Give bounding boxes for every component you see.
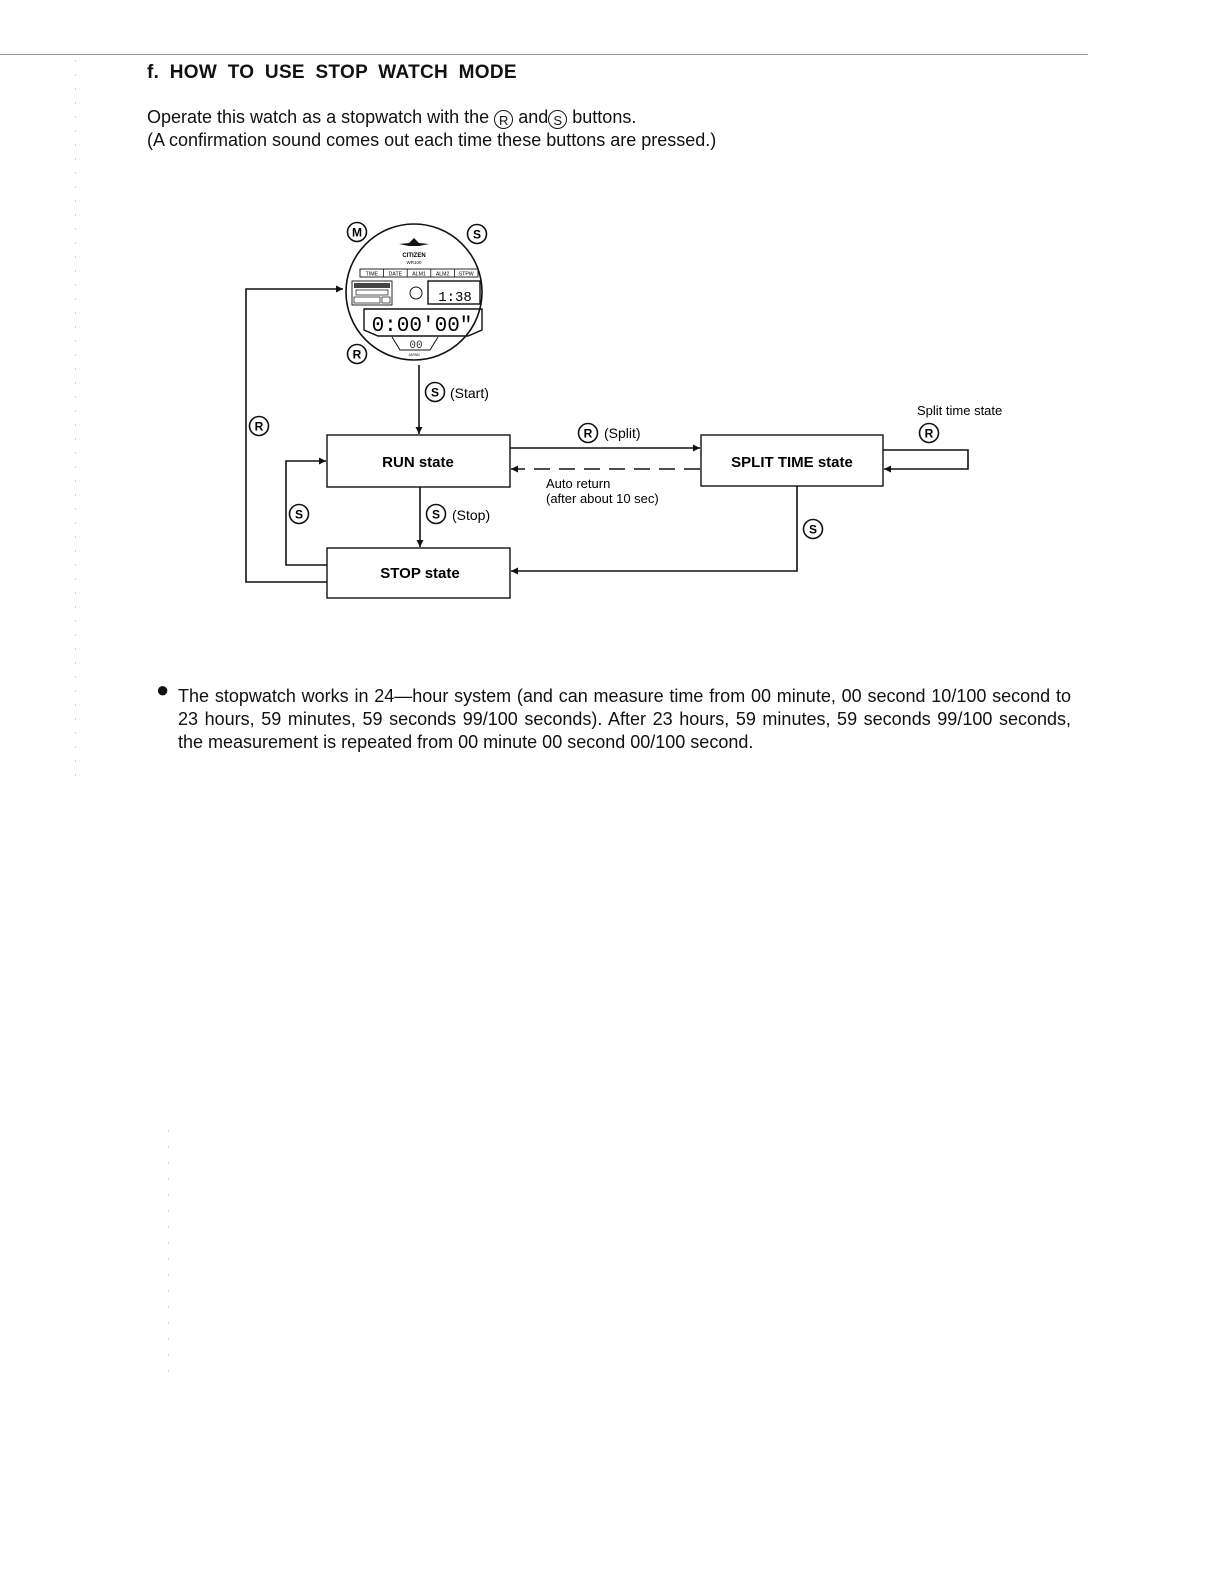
split-r-label: R <box>584 427 593 441</box>
top-rule <box>0 54 1088 55</box>
watch-main-display: 0:00'00" <box>372 315 473 338</box>
m-button-icon <box>346 221 368 243</box>
stop-state-box <box>326 547 511 599</box>
watch-small-display: 1:38 <box>438 290 472 306</box>
stop-to-run-arrow <box>285 457 327 566</box>
m-button-label: M <box>352 226 362 240</box>
intro-text-a: Operate this watch as a stopwatch with t… <box>147 107 490 127</box>
s-button-icon: S <box>548 110 568 129</box>
mode-tab-bar <box>359 268 479 278</box>
start-s-icon <box>424 381 446 403</box>
stop-state-label: STOP state <box>380 565 459 582</box>
intro-paragraph: Operate this watch as a stopwatch with t… <box>147 106 716 152</box>
stop-to-run-s-icon <box>288 503 310 525</box>
reset-arrow <box>245 285 343 583</box>
split-to-stop-s-label: S <box>809 523 817 537</box>
split-time-state-box <box>700 434 884 487</box>
auto-return-detail: (after about 10 sec) <box>546 491 659 506</box>
s-button-watch-icon <box>466 223 488 245</box>
split-loop-r-label: R <box>925 427 934 441</box>
mode-tab-stpw: STPW <box>459 272 474 278</box>
intro-text-b: buttons. <box>572 107 637 127</box>
section-heading: f. HOW TO USE STOP WATCH MODE <box>147 62 517 83</box>
watch-case <box>345 223 483 361</box>
watch-indicator-dot <box>409 286 423 300</box>
citizen-logo-icon <box>399 238 429 246</box>
split-label: (Split) <box>604 425 641 441</box>
watch-main-display-frame <box>363 308 483 337</box>
mode-tab-time: TIME <box>366 272 379 278</box>
reset-r-label: R <box>255 420 264 434</box>
start-label: (Start) <box>450 385 489 401</box>
start-s-label: S <box>431 386 439 400</box>
watch-illustration: CITIZEN WR100 TIME DATE ALM1 ALM2 STPW 1… <box>345 221 488 365</box>
watch-small-display-frame <box>427 280 481 305</box>
split-to-stop-s-icon <box>802 518 824 540</box>
intro-line-1: Operate this watch as a stopwatch with t… <box>147 106 716 129</box>
intro-line-2: (A confirmation sound comes out each tim… <box>147 130 717 150</box>
watch-sub-display: 00 <box>409 340 422 352</box>
mode-tab-date: DATE <box>389 272 403 278</box>
note-paragraph: The stopwatch works in 24—hour system (a… <box>178 686 1071 752</box>
watch-bottom-text: JAPAN <box>408 353 420 357</box>
s-button-watch-label: S <box>473 228 481 242</box>
scan-margin-dots-lower <box>168 1130 169 1380</box>
watch-left-buttons-panel <box>351 280 393 306</box>
mode-tab-alm1: ALM1 <box>412 272 426 278</box>
reset-r-icon <box>248 415 270 437</box>
watch-sub-display-frame <box>391 336 439 351</box>
note-bullet: ● <box>156 677 170 702</box>
stop-s-label: S <box>432 508 440 522</box>
split-time-state-label: SPLIT TIME state <box>731 454 853 471</box>
watch-mode-tabs: TIME DATE ALM1 ALM2 STPW <box>359 268 479 278</box>
split-loop-r-icon <box>918 422 940 444</box>
run-state-box <box>326 434 511 488</box>
r-button-icon: R <box>494 110 514 129</box>
mode-tab-alm2: ALM2 <box>436 272 450 278</box>
auto-return-label: Auto return <box>546 476 610 491</box>
r-button-watch-label: R <box>353 348 362 362</box>
stop-to-run-s-label: S <box>295 508 303 522</box>
split-to-stop-arrow <box>511 486 798 575</box>
r-button-watch-icon <box>346 343 368 365</box>
stop-label: (Stop) <box>452 507 490 523</box>
split-time-state-note: Split time state <box>917 403 1002 418</box>
watch-model: WR100 <box>406 260 422 265</box>
intro-text-and: and <box>518 107 549 127</box>
watch-brand: CITIZEN <box>402 253 425 259</box>
run-state-label: RUN state <box>382 454 454 471</box>
stop-s-icon <box>425 503 447 525</box>
split-loop-arrow <box>883 449 969 473</box>
scan-margin-dots <box>75 60 76 780</box>
split-r-icon <box>577 422 599 444</box>
